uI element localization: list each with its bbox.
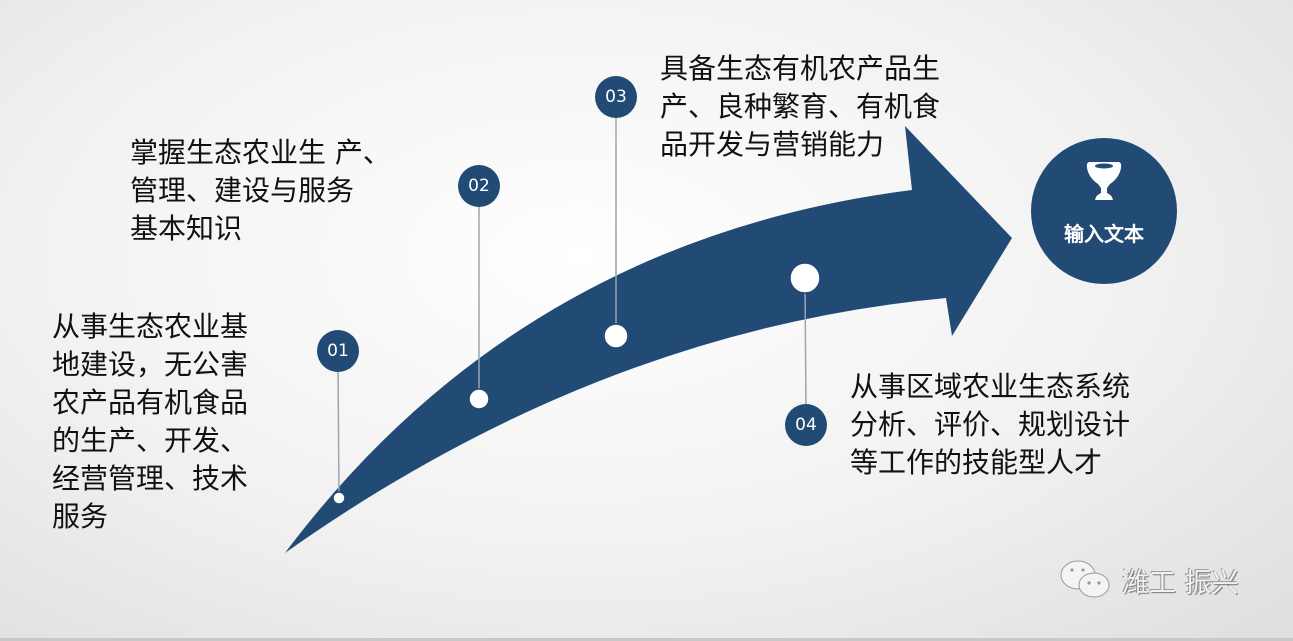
step-number-04: 04 <box>785 404 827 446</box>
bottom-divider <box>0 638 1293 641</box>
step-text-03: 具备生态有机农产品生 产、良种繁育、有机食 品开发与营销能力 <box>660 52 941 161</box>
milestone-dot-04 <box>789 262 821 294</box>
trophy-icon <box>1086 162 1122 200</box>
step-number-02: 02 <box>458 165 500 207</box>
wechat-icon <box>1060 560 1110 598</box>
connector-lines <box>337 107 807 499</box>
brand-watermark: 潍工 振兴 <box>1058 560 1239 600</box>
goal-circle: 输入文本 <box>1031 138 1177 284</box>
milestone-dot-03 <box>603 323 629 349</box>
step-text-01: 从事生态农业基 地建设，无公害 农产品有机食品 的生产、开发、 经营管理、技术 … <box>52 310 249 533</box>
step-text-02: 掌握生态农业生 产、 管理、建设与服务 基本知识 <box>130 136 391 245</box>
step-number-01: 01 <box>317 330 359 372</box>
brand-text: 潍工 振兴 <box>1122 567 1239 599</box>
milestone-dot-02 <box>468 388 490 410</box>
goal-label: 输入文本 <box>1064 222 1144 246</box>
step-number-03: 03 <box>595 76 637 118</box>
step-text-04: 从事区域农业生态系统 分析、评价、规划设计 等工作的技能型人才 <box>850 370 1131 479</box>
milestone-dot-01 <box>332 491 346 505</box>
arrow-body <box>285 126 1012 553</box>
